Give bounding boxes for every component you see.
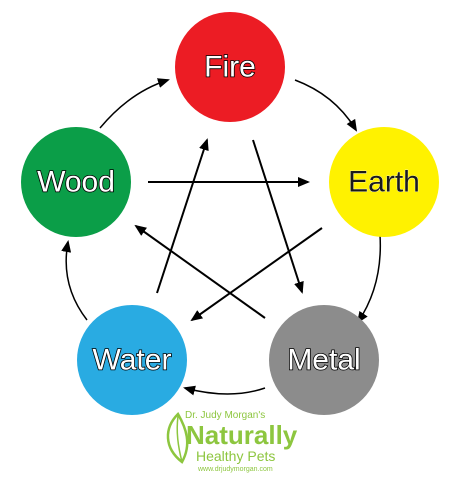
water-circle	[77, 305, 187, 415]
logo-line4: www.drjudymorgan.com	[197, 466, 273, 473]
wood-circle	[21, 127, 131, 237]
controlling-cycle	[134, 138, 323, 322]
arrow-water-to-wood	[61, 240, 88, 321]
arrow-earth-to-water	[190, 227, 323, 322]
logo-line2: Naturally	[186, 420, 298, 450]
arrow-water-to-fire	[156, 138, 209, 294]
arrow-metal-to-water	[183, 385, 266, 396]
leaf-icon	[166, 411, 189, 464]
fire-circle	[175, 12, 285, 122]
arrow-fire-to-metal	[252, 139, 304, 294]
node-wood: Wood	[21, 127, 131, 237]
generating-cycle	[61, 78, 382, 396]
fire-label: Fire	[204, 51, 256, 84]
arrow-metal-to-wood	[134, 224, 266, 319]
earth-circle	[329, 127, 439, 237]
arrow-earth-to-metal	[356, 234, 382, 324]
earth-label: Earth	[348, 166, 420, 199]
water-label: Water	[93, 344, 172, 377]
arrow-fire-to-earth	[294, 79, 358, 132]
naturally-healthy-pets-logo: Dr. Judy Morgan's Naturally Healthy Pets…	[166, 410, 298, 473]
arrow-wood-to-fire	[99, 78, 170, 129]
wood-label: Wood	[37, 166, 115, 199]
metal-label: Metal	[287, 344, 360, 377]
node-water: Water	[77, 305, 187, 415]
node-earth: Earth	[329, 127, 439, 237]
metal-circle	[269, 305, 379, 415]
node-metal: Metal	[269, 305, 379, 415]
node-fire: Fire	[175, 12, 285, 122]
logo-line1: Dr. Judy Morgan's	[185, 410, 265, 421]
logo-line3: Healthy Pets	[196, 448, 275, 464]
